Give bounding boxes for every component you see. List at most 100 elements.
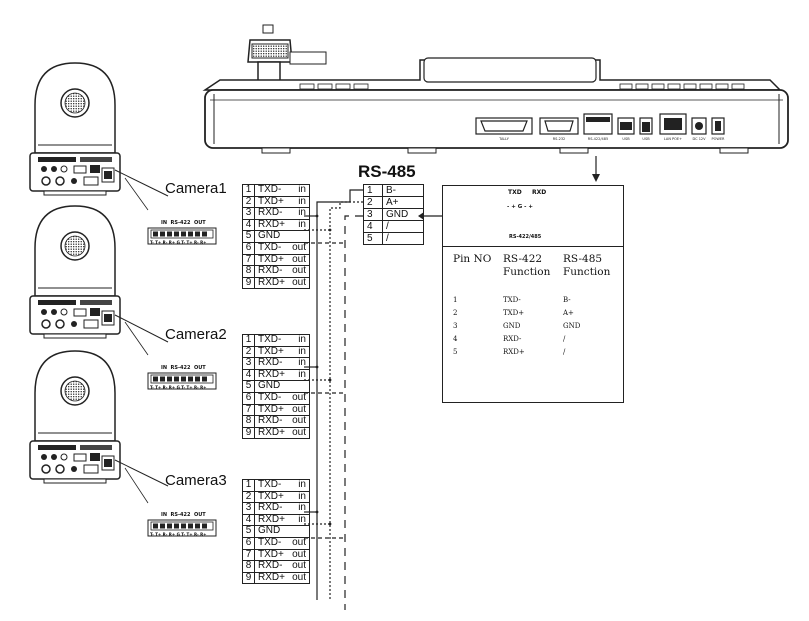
- pin-signal: RXD+in: [254, 218, 310, 232]
- port-label: RS-232: [553, 137, 566, 141]
- pin-number: 9: [242, 276, 255, 290]
- pin-signal: TXD-out: [254, 536, 310, 550]
- camera-2-illustration: [29, 205, 121, 339]
- col-pin-no: Pin NO: [453, 253, 492, 265]
- info-rs485: B-: [563, 296, 571, 304]
- pin-signal: TXD-in: [254, 334, 310, 347]
- port-label: TALLY: [498, 137, 510, 141]
- terminal-polarity: - + G - +: [507, 204, 533, 210]
- rs485-pin-row: 4/: [363, 220, 424, 233]
- pin-number: 5: [242, 230, 255, 243]
- rs485-pin-signal: /: [382, 220, 424, 233]
- camera-2-terminal-header: IN RS-422 OUT: [161, 365, 206, 371]
- pin-signal: TXD+in: [254, 195, 310, 209]
- pin-signal: RXD+out: [254, 426, 310, 440]
- pin-number: 8: [242, 415, 255, 428]
- pin-number: 4: [242, 218, 255, 232]
- terminal-name: RS-422/485: [509, 234, 542, 240]
- pin-signal: TXD+out: [254, 403, 310, 417]
- pin-signal: TXD-out: [254, 391, 310, 405]
- camera-3-illustration: [29, 350, 121, 484]
- pin-signal: RXD-out: [254, 415, 310, 428]
- info-rs422: RXD+: [503, 348, 525, 356]
- port-label: USB: [642, 137, 650, 141]
- camera-2-terminal-pins: T- T+ R- R+ G T- T+ R- R+: [150, 385, 207, 390]
- pin-signal: RXD+in: [254, 368, 310, 382]
- pin-number: 4: [242, 368, 255, 382]
- camera-3-terminal-header: IN RS-422 OUT: [161, 512, 206, 518]
- pin-number: 7: [242, 403, 255, 417]
- pin-signal: RXD+out: [254, 571, 310, 585]
- port-label: POWER: [712, 137, 726, 141]
- rs485-pin-row: 5/: [363, 232, 424, 245]
- pin-function-box: TXD RXD - + G - + RS-422/485 Pin NO RS-4…: [442, 185, 624, 403]
- pin-signal: TXD-out: [254, 241, 310, 255]
- rs485-pin-signal: /: [382, 232, 424, 245]
- pin-signal: TXD+out: [254, 548, 310, 562]
- info-rs422: GND: [503, 322, 521, 330]
- port-label: RS-422/485: [588, 137, 608, 141]
- camera-3-label: Camera3: [165, 472, 227, 489]
- info-rs422: TXD-: [503, 296, 521, 304]
- info-rs422: TXD+: [503, 309, 525, 317]
- rs485-pin-number: 4: [363, 220, 383, 233]
- info-pin: 1: [453, 296, 458, 304]
- info-rs485: A+: [563, 309, 574, 317]
- rs485-pin-number: 3: [363, 208, 383, 221]
- camera-1-terminal-header: IN RS-422 OUT: [161, 220, 206, 226]
- pin-signal: TXD+in: [254, 345, 310, 359]
- camera-1-label: Camera1: [165, 180, 227, 197]
- pin-number: 1: [242, 479, 255, 492]
- pin-number: 3: [242, 207, 255, 220]
- info-pin: 4: [453, 335, 458, 343]
- rs485-title: RS-485: [358, 162, 416, 181]
- rs485-pin-number: 2: [363, 196, 383, 209]
- camera-1-illustration: [29, 62, 121, 196]
- pin-signal: RXD+out: [254, 276, 310, 290]
- pin-signal: TXD-in: [254, 479, 310, 492]
- rs485-pin-signal: GND: [382, 208, 424, 221]
- port-label: LAN POE+: [664, 137, 682, 141]
- info-pin: 3: [453, 322, 458, 330]
- pin-signal: TXD-in: [254, 184, 310, 197]
- rs485-pin-signal: B-: [382, 184, 424, 197]
- pin-number: 3: [242, 357, 255, 370]
- pin-number: 6: [242, 536, 255, 550]
- info-rs485: /: [563, 335, 566, 343]
- pin-number: 5: [242, 525, 255, 538]
- info-rs422: RXD-: [503, 335, 522, 343]
- pin-signal: RXD-in: [254, 207, 310, 220]
- pin-number: 2: [242, 345, 255, 359]
- pin-number: 3: [242, 502, 255, 515]
- rs485-pin-number: 1: [363, 184, 383, 197]
- pin-signal: TXD+in: [254, 490, 310, 504]
- camera-2-label: Camera2: [165, 326, 227, 343]
- info-pin: 2: [453, 309, 458, 317]
- pin-number: 9: [242, 571, 255, 585]
- camera-1-terminal-pins: T- T+ R- R+ G T- T+ R- R+: [150, 240, 207, 245]
